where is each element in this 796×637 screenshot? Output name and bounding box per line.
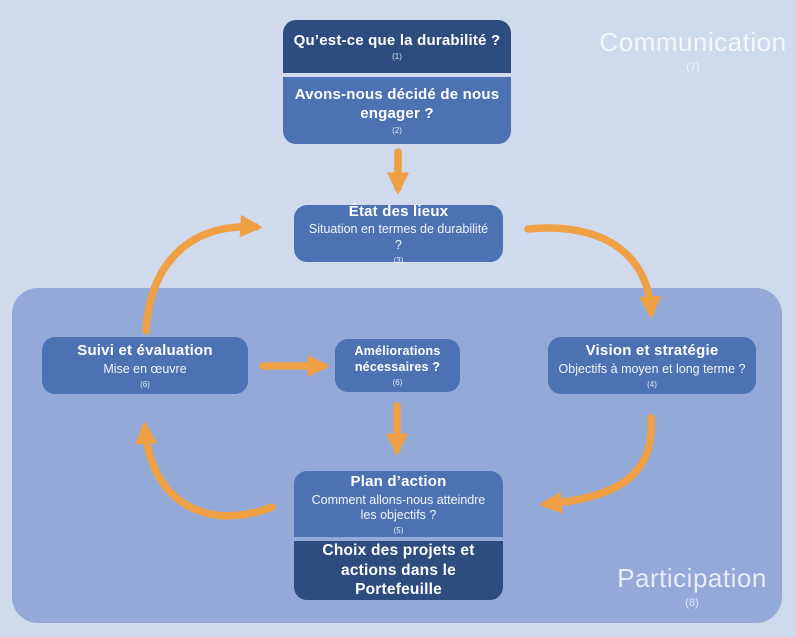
node-subtitle: Objectifs à moyen et long terme ? <box>558 362 746 377</box>
node-title: Améliorations nécessaires ? <box>354 344 441 374</box>
node-title: Plan d’action <box>350 473 447 490</box>
node-subtitle: Comment allons-nous atteindre les object… <box>311 492 486 523</box>
node-plan-action: Plan d’action Comment allons-nous attein… <box>294 471 503 537</box>
node-subtitle: Mise en œuvre <box>103 362 187 377</box>
node-number: (6) <box>140 379 150 389</box>
node-choix-projets: Choix des projets et actions dans le Por… <box>294 541 503 600</box>
participation-number: (8) <box>685 596 699 609</box>
node-vision-strategie: Vision et stratégie Objectifs à moyen et… <box>548 337 756 394</box>
node-durabilite-question: Qu’est-ce que la durabilité ? (1) <box>283 20 511 73</box>
node-title: Suivi et évaluation <box>77 342 213 360</box>
node-number: (2) <box>392 125 402 135</box>
participation-title: Participation <box>617 563 767 593</box>
node-title: État des lieux <box>348 202 449 220</box>
node-title: Vision et stratégie <box>585 342 719 360</box>
node-ameliorations: Améliorations nécessaires ? (6) <box>335 339 460 392</box>
node-title: Choix des projets et actions dans le Por… <box>322 542 475 599</box>
node-title: Avons-nous décidé de nous engager ? <box>294 86 500 122</box>
node-subtitle: Situation en termes de durabilité ? <box>308 222 489 252</box>
communication-number: (7) <box>686 60 700 73</box>
node-suivi-evaluation: Suivi et évaluation Mise en œuvre (6) <box>42 337 248 394</box>
node-engagement-question: Avons-nous décidé de nous engager ? (2) <box>283 77 511 144</box>
node-etat-des-lieux: État des lieux Situation en termes de du… <box>294 202 503 265</box>
participation-label: Participation (8) <box>597 564 787 609</box>
node-number: (1) <box>392 52 402 62</box>
node-number: (6) <box>392 377 403 387</box>
node-number: (4) <box>647 379 657 389</box>
communication-label: Communication (7) <box>598 28 788 73</box>
node-number: (5) <box>393 526 404 535</box>
node-title: Qu’est-ce que la durabilité ? <box>293 31 501 49</box>
communication-title: Communication <box>599 27 787 57</box>
node-number: (3) <box>393 255 404 265</box>
